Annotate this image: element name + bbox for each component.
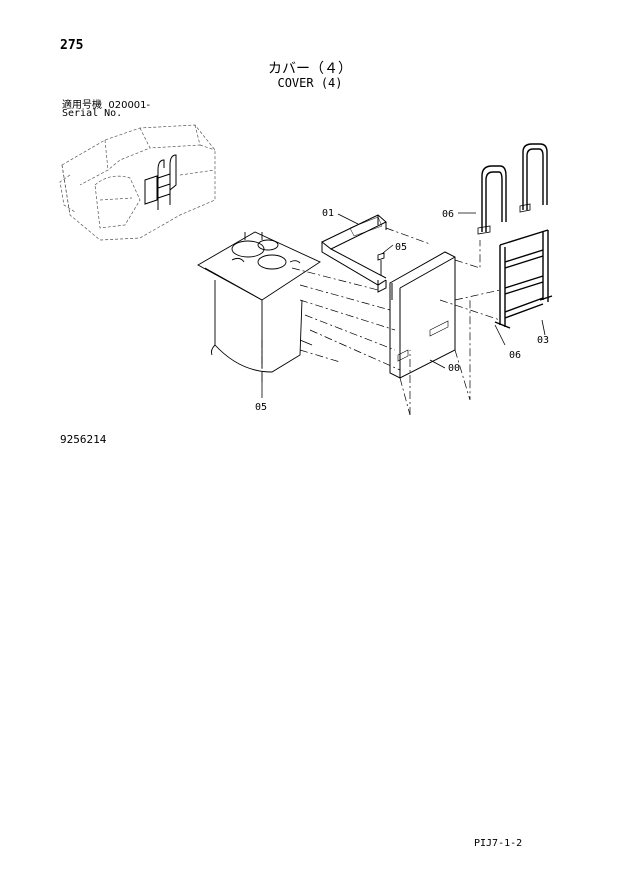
label-leaders <box>261 212 546 398</box>
page-number: 275 <box>60 38 84 53</box>
part-label-05-lower: 05 <box>255 402 267 413</box>
serial-value: 020001- <box>108 100 151 111</box>
page-title-en: COVER (4) <box>277 76 343 90</box>
part-label-01: 01 <box>322 208 334 219</box>
part-label-00: 00 <box>448 363 460 374</box>
ladder-part-03 <box>477 143 553 329</box>
part-label-06-lower: 06 <box>509 350 521 361</box>
machine-thumbnail <box>59 124 216 241</box>
page-title-jp: カバー（４） <box>268 61 352 77</box>
assembly-guide-lines <box>261 227 501 416</box>
thumbnail-ladder <box>144 154 177 210</box>
figure-number: 9256214 <box>60 433 107 446</box>
serial-label-jp: 適用号機 020001- <box>62 96 150 111</box>
part-label-03: 03 <box>537 335 549 346</box>
footer-reference: PIJ7-1-2 <box>474 838 523 849</box>
tank-assembly <box>197 231 321 373</box>
bolt-part-05 <box>261 252 385 382</box>
serial-label-jp-text: 適用号機 <box>62 100 102 111</box>
serial-label-en: Serial No. <box>62 108 123 119</box>
side-panel-part-00 <box>389 251 456 379</box>
cover-part-01 <box>321 214 387 293</box>
part-label-05-upper: 05 <box>395 242 407 253</box>
part-label-06-upper: 06 <box>442 209 454 220</box>
